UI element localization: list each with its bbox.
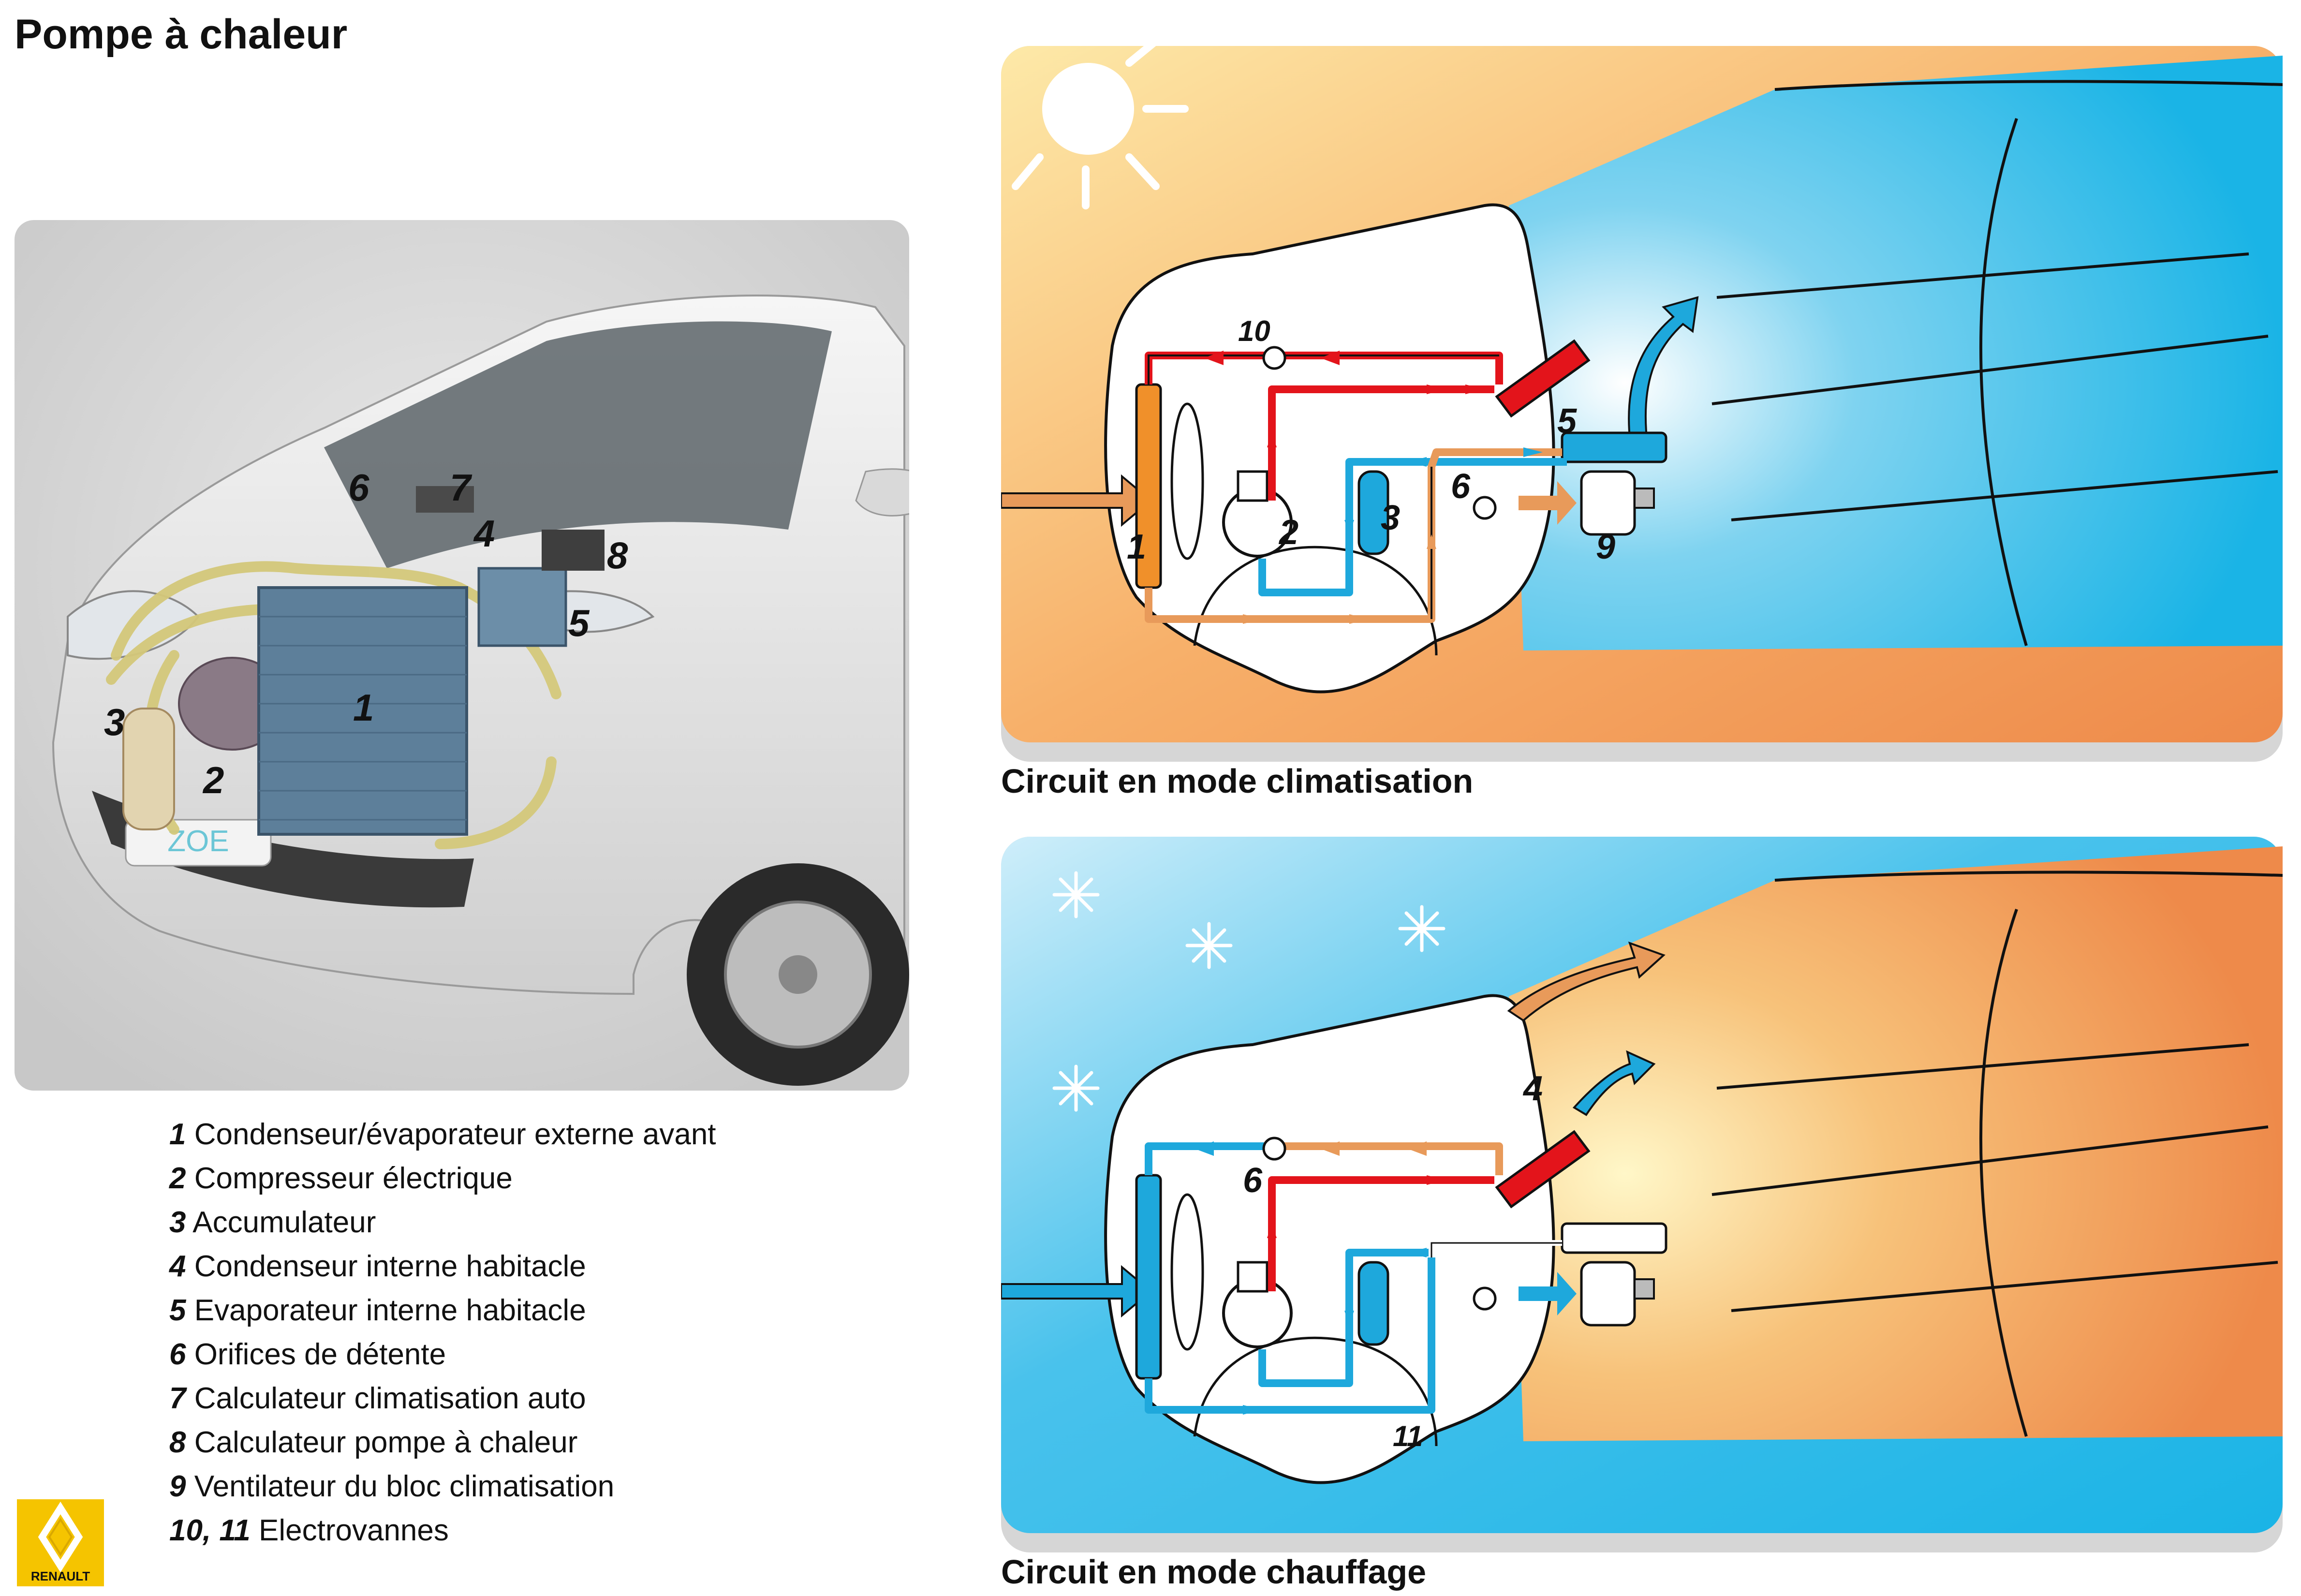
legend: 1 Condenseur/évaporateur externe avant 2…: [169, 1112, 716, 1552]
callout-3: 3: [104, 701, 125, 743]
legend-item: 3 Accumulateur: [169, 1206, 376, 1239]
legend-item: 6 Orifices de détente: [169, 1338, 446, 1371]
expansion-orifice-6: [1473, 496, 1497, 520]
callout-6: 6: [348, 466, 369, 509]
evaporator-idle: [1561, 1222, 1667, 1254]
accumulator: [122, 708, 175, 830]
grille: [92, 791, 474, 908]
renault-logo: RENAULT: [17, 1499, 104, 1586]
cold-air-arrow: [1628, 296, 1699, 439]
sun-icon: [1012, 46, 1189, 209]
page-title: Pompe à chaleur: [15, 11, 348, 58]
legend-item: 1 Condenseur/évaporateur externe avant: [169, 1118, 716, 1151]
label-6: 6: [1451, 467, 1471, 506]
callout-1: 1: [353, 686, 374, 729]
accumulator-3: [1357, 470, 1389, 555]
expansion-orifice-6: [1262, 1137, 1286, 1161]
cabin-area: [1509, 846, 2283, 1441]
legend-item: 8 Calculateur pompe à chaleur: [169, 1426, 578, 1459]
car-photo: ZOE 1 2 3 4 5 6 7 8: [15, 220, 909, 1091]
label-10: 10: [1238, 315, 1270, 347]
legend-item: 5 Evaporateur interne habitacle: [169, 1294, 586, 1327]
solenoid-valve-10: [1262, 346, 1286, 370]
label-2: 2: [1278, 513, 1298, 552]
heating-diagram: 4 6 11: [1001, 837, 2283, 1552]
legend-item: 10, 11 Electrovannes: [169, 1514, 449, 1547]
ecu-climate: [416, 486, 474, 513]
mirror: [855, 468, 909, 517]
cabin-condenser-4: [1495, 1130, 1591, 1209]
cooling-diagram: 1 2 3 5 6 9 10: [1001, 46, 2283, 762]
front-fan-icon: [1170, 402, 1204, 560]
label-5: 5: [1557, 402, 1577, 441]
caption-heating: Circuit en mode chauffage: [1001, 1553, 1427, 1591]
label-3: 3: [1381, 499, 1400, 537]
callout-5: 5: [568, 602, 590, 644]
legend-item: 9 Ventilateur du bloc climatisation: [169, 1470, 615, 1503]
warm-air-arrow: [1507, 941, 1666, 1022]
callout-4: 4: [473, 512, 495, 555]
callout-2: 2: [202, 759, 224, 801]
refrigerant-circuit: [1145, 1142, 1503, 1414]
cabin-fan: [1580, 1261, 1636, 1327]
engine-bay: [1104, 994, 1555, 1484]
label-11: 11: [1393, 1420, 1423, 1452]
front-fan-icon: [1170, 1193, 1204, 1351]
caption-cooling: Circuit en mode climatisation: [1001, 762, 1474, 800]
front-condenser: [257, 586, 468, 836]
evaporator-5: [1561, 431, 1667, 463]
front-exchanger: [1135, 1174, 1162, 1380]
snowflake-icons: [1052, 871, 1446, 1112]
label-1: 1: [1127, 528, 1146, 566]
accumulator: [1357, 1261, 1389, 1346]
legend-item: 4 Condenseur interne habitacle: [169, 1250, 586, 1283]
callout-7: 7: [450, 466, 472, 509]
label-6: 6: [1243, 1161, 1263, 1200]
engine-bay: [1104, 203, 1555, 694]
label-4: 4: [1522, 1069, 1543, 1108]
cabin-area: [1509, 56, 2283, 650]
diamond-icon: [38, 1501, 83, 1573]
legend-item: 2 Compresseur électrique: [169, 1162, 513, 1195]
callout-8: 8: [607, 534, 628, 576]
ecu-heatpump: [542, 530, 605, 571]
legend-item: 7 Calculateur climatisation auto: [169, 1382, 586, 1415]
cabin-exchanger: [477, 567, 567, 647]
label-9: 9: [1596, 528, 1615, 566]
svg-text:RENAULT: RENAULT: [31, 1569, 90, 1583]
cabin-fan: [1580, 470, 1636, 536]
cabin-condenser: [1495, 339, 1591, 418]
